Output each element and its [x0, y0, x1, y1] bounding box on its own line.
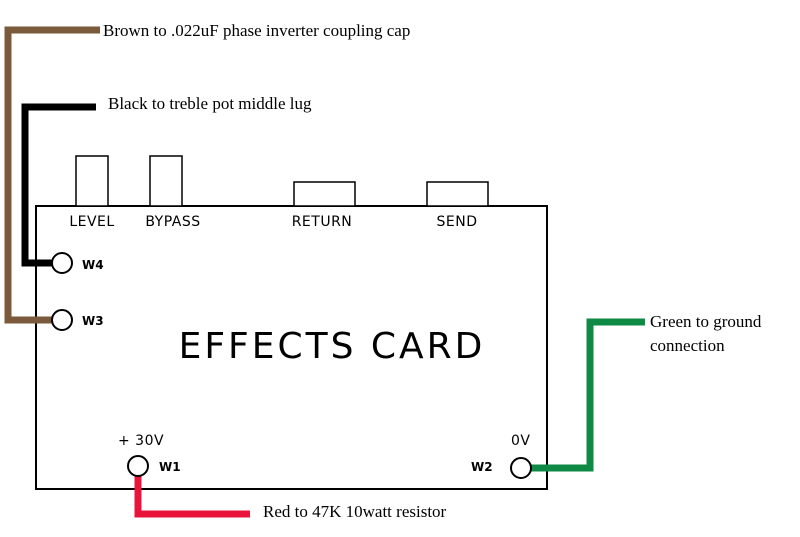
effects-card-board	[35, 205, 548, 490]
red-wire-label: Red to 47K 10watt resistor	[263, 502, 447, 521]
zero-volt-label: 0V	[511, 433, 530, 449]
pad-w1-label: W1	[159, 460, 181, 474]
pad-w3	[51, 309, 73, 331]
plus-30v-label: + 30V	[118, 433, 164, 449]
pad-w2-label: W2	[471, 460, 493, 474]
brown-wire-label: Brown to .022uF phase inverter coupling …	[103, 21, 410, 40]
green-wire-label-line1: Green to ground	[650, 312, 762, 331]
pad-w4-label: W4	[82, 258, 104, 272]
card-title: EFFECTS CARD	[179, 326, 486, 367]
green-wire	[522, 318, 645, 472]
return-label: RETURN	[292, 214, 353, 230]
red-wire	[134, 466, 250, 518]
send-jack-tab	[426, 181, 489, 207]
pad-w3-label: W3	[82, 314, 104, 328]
pad-w1	[127, 455, 149, 477]
black-wire-label: Black to treble pot middle lug	[108, 94, 312, 113]
pad-w2	[510, 457, 532, 479]
level-label: LEVEL	[69, 214, 114, 230]
bypass-label: BYPASS	[145, 214, 200, 230]
green-wire-label-line2: connection	[650, 336, 725, 355]
send-label: SEND	[437, 214, 478, 230]
brown-wire	[4, 26, 100, 324]
bypass-switch-tab	[149, 155, 183, 207]
black-wire	[21, 103, 96, 267]
return-jack-tab	[293, 181, 356, 207]
pad-w4	[51, 252, 73, 274]
level-pot-tab	[75, 155, 109, 207]
